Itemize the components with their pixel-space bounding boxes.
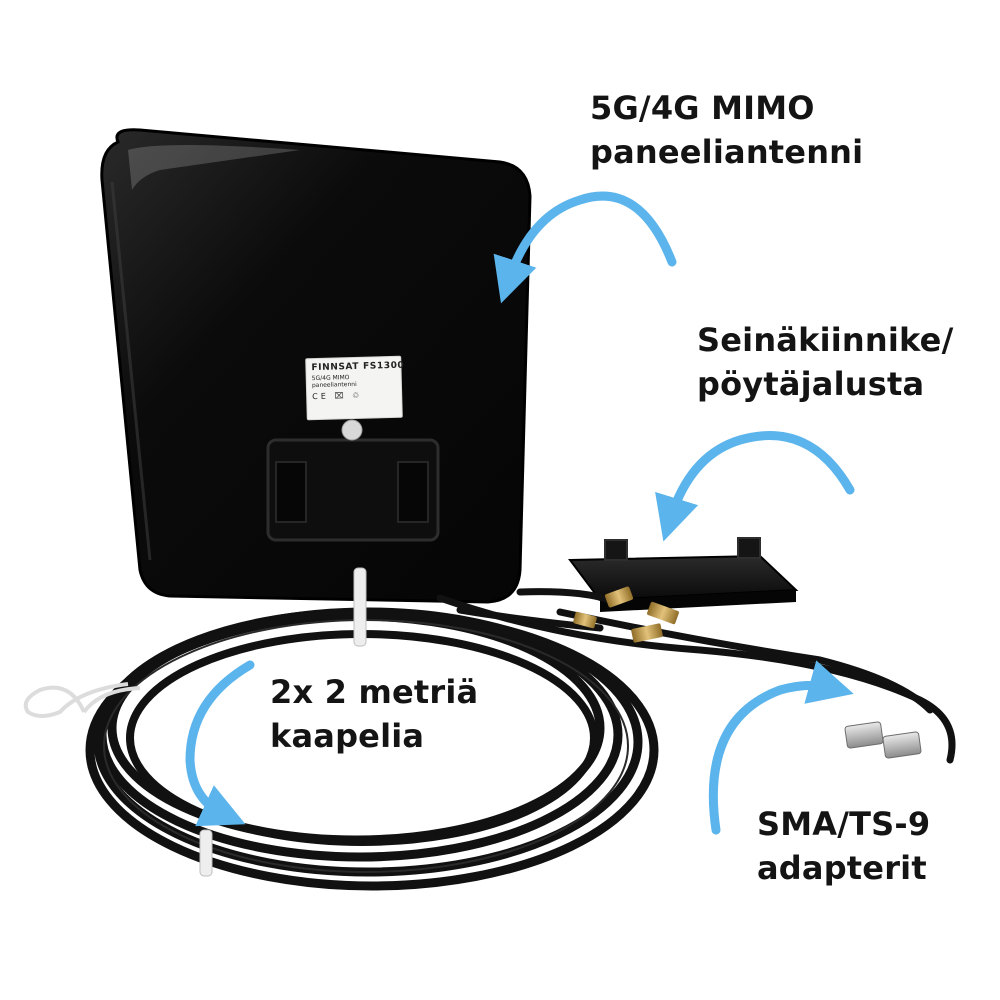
label-antenna: 5G/4G MIMO paneeliantenni bbox=[590, 86, 863, 174]
label-antenna-line2: paneeliantenni bbox=[590, 133, 864, 171]
label-mount-line2: pöytäjalusta bbox=[697, 365, 925, 403]
curved-arrow-icon bbox=[708, 660, 854, 835]
curved-arrow-icon bbox=[493, 191, 677, 304]
curved-arrow-icon bbox=[655, 431, 855, 542]
label-antenna-line1: 5G/4G MIMO bbox=[590, 89, 815, 127]
ce-weee-recycle-icons: CE ⌧ ♲ bbox=[312, 390, 363, 402]
ts9-adapters bbox=[844, 721, 922, 759]
label-cable-line1: 2x 2 metriä bbox=[270, 673, 479, 711]
cable-ties bbox=[23, 567, 367, 877]
sticker-subtitle: 5G/4G MIMO paneeliantenni bbox=[311, 374, 357, 390]
sticker-brand: FINNSAT bbox=[311, 361, 360, 374]
curved-arrow-icon bbox=[185, 660, 255, 827]
label-mount: Seinäkiinnike/ pöytäjalusta bbox=[697, 318, 953, 406]
label-adapters: SMA/TS-9 adapterit bbox=[757, 802, 930, 890]
cable-coil bbox=[85, 588, 956, 891]
annotation-arrows bbox=[185, 191, 855, 835]
sma-connectors bbox=[573, 586, 679, 643]
label-cable-line2: kaapelia bbox=[270, 717, 425, 755]
label-mount-line1: Seinäkiinnike/ bbox=[697, 321, 954, 359]
label-adapters-line2: adapterit bbox=[757, 849, 927, 887]
sticker-model: FS1300 bbox=[362, 360, 405, 372]
label-cable: 2x 2 metriä kaapelia bbox=[270, 670, 478, 758]
label-adapters-line1: SMA/TS-9 bbox=[757, 805, 931, 843]
